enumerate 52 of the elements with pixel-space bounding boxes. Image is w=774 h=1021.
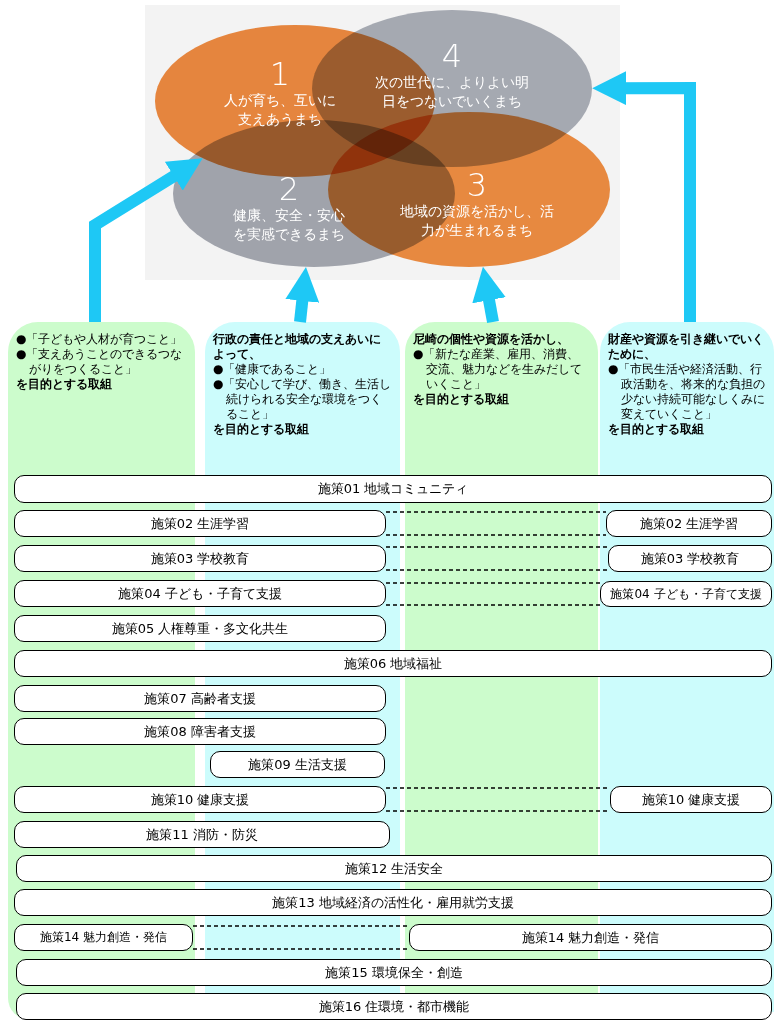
policy-bar: 施策06 地域福祉 [14, 650, 772, 677]
dashed-connector [192, 925, 410, 950]
category-column [8, 322, 195, 470]
dashed-connector [385, 511, 607, 536]
column-heading: 行政の責任と地域の支えあいによって、 [213, 332, 382, 362]
policy-bar: 施策10 健康支援 [610, 786, 772, 813]
goal-bullet: ●「安心して学び、働き、生活し続けられる安全な環境をつくること」 [213, 377, 392, 422]
column-heading: を目的とする取組 [213, 422, 310, 437]
policy-bar: 施策03 学校教育 [608, 545, 772, 572]
policy-bar: 施策07 高齢者支援 [14, 685, 386, 712]
arrow [472, 266, 506, 324]
policy-bar: 施策16 住環境・都市機能 [16, 993, 772, 1020]
dashed-connector [385, 546, 609, 571]
policy-bar: 施策15 環境保全・創造 [16, 959, 772, 986]
arrow [285, 267, 320, 323]
policy-bar: 施策14 魅力創造・発信 [409, 924, 772, 951]
circle-number: 1 [269, 57, 291, 91]
policy-bar: 施策03 学校教育 [14, 545, 386, 572]
goal-bullet: ●「支えあうことのできるつながりをつくること」 [16, 347, 184, 377]
category-column [405, 322, 598, 470]
policy-bar: 施策10 健康支援 [14, 786, 386, 813]
goal-bullet: ●「新たな産業、雇用、消費、交流、魅力などを生みだしていくこと」 [413, 347, 583, 392]
column-heading: を目的とする取組 [413, 392, 510, 407]
circle-number: 2 [278, 171, 300, 206]
circle-caption: 人が育ち、互いに支えあうまち [223, 91, 337, 129]
policy-bar: 施策02 生涯学習 [606, 510, 772, 537]
policy-bar: 施策02 生涯学習 [14, 510, 386, 537]
policy-bar: 施策09 生活支援 [210, 751, 385, 778]
circle-number: 4 [441, 38, 463, 73]
policy-bar: 施策13 地域経済の活性化・雇用就労支援 [14, 889, 772, 916]
arrow [592, 71, 696, 322]
column-heading: を目的とする取組 [608, 422, 705, 437]
dashed-connector [385, 582, 601, 606]
category-column [600, 322, 774, 470]
column-heading: 財産や資源を引き継いでいくために、 [608, 332, 765, 362]
category-column [205, 322, 400, 470]
goal-bullet: ●「子どもや人材が育つこと」 [16, 332, 184, 347]
circle-number: 3 [466, 167, 488, 202]
goal-bullet: ●「健康であること」 [213, 362, 333, 377]
policy-bar: 施策12 生活安全 [16, 855, 772, 882]
policy-bar: 施策11 消防・防災 [14, 821, 390, 848]
policy-bar: 施策05 人権尊重・多文化共生 [14, 615, 386, 642]
policy-bar: 施策01 地域コミュニティ [14, 475, 772, 503]
arrow [89, 158, 203, 322]
policy-bar: 施策04 子ども・子育て支援 [600, 581, 772, 607]
policy-bar: 施策04 子ども・子育て支援 [14, 580, 386, 607]
policy-bar: 施策14 魅力創造・発信 [14, 924, 193, 951]
policy-bar: 施策08 障害者支援 [14, 718, 386, 745]
circle-caption: 地域の資源を活かし、活力が生まれるまち [399, 201, 555, 240]
column-heading: 尼崎の個性や資源を活かし、 [413, 332, 570, 347]
goal-bullet: ●「市民生活や経済活動、行政活動を、将来的な負担の少ない持続可能なしくみに変えていくこと」 [608, 362, 766, 422]
column-heading: を目的とする取組 [16, 377, 113, 392]
